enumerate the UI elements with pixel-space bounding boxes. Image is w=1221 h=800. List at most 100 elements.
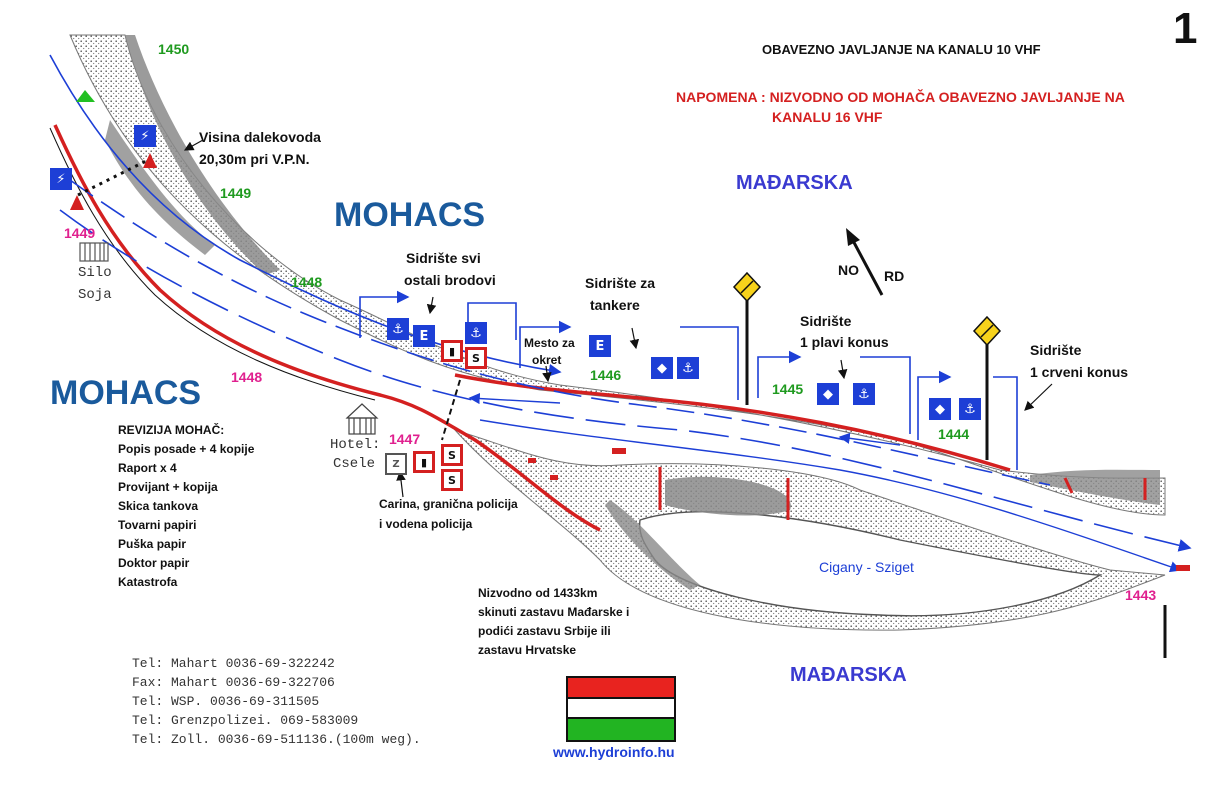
contact-line: Tel: Zoll. 0036-69-511136.(100m weg). (132, 732, 421, 747)
flag-note-4: zastavu Hrvatske (478, 643, 577, 657)
km-green-1450: 1450 (158, 41, 190, 57)
vhf-notice: OBAVEZNO JAVLJANJE NA KANALU 10 VHF (762, 42, 1041, 57)
gravel-island-2 (605, 500, 700, 590)
anchorage-all-1: Sidrište svi (406, 250, 481, 266)
gravel-island (665, 476, 791, 516)
anchorage-brackets (359, 290, 1018, 470)
revision-title: REVIZIJA MOHAČ: (118, 423, 225, 437)
turning-place-1: Mesto za (524, 336, 575, 350)
diamond-sign-icon: ◆ (651, 357, 673, 379)
warning-line-1: NAPOMENA : NIZVODNO OD MOHAČA OBAVEZNO J… (676, 89, 1125, 105)
powerline-height-1: Visina dalekovoda (199, 129, 321, 145)
anchorage-blue-1: Sidrište (800, 313, 852, 329)
pointer-arrows (183, 139, 1053, 498)
flag-note-3: podići zastavu Srbije ili (478, 624, 611, 638)
mast-sign-2 (972, 315, 1002, 460)
anchor-sign-icon: ⚓ (959, 398, 981, 420)
warning-line-2: KANALU 16 VHF (772, 109, 883, 125)
flag-note-1: Nizvodno od 1433km (478, 586, 598, 600)
north-arrow (846, 228, 884, 296)
red-cone-sign-icon: ◆ (929, 398, 951, 420)
red-buoy (70, 195, 84, 210)
silo-building (79, 242, 109, 262)
compass-rd: RD (884, 268, 905, 284)
red-markers (528, 448, 1190, 571)
turning-place-2: okret (532, 353, 562, 367)
e-sign-icon: E (413, 325, 435, 347)
anchor-sign-icon: ⚓ (387, 318, 409, 340)
no-passing-sign-icon: ▮ (441, 340, 463, 362)
km-pink-1448: 1448 (231, 369, 263, 385)
anchorage-red-1: Sidrište (1030, 342, 1082, 358)
flag-white-stripe (568, 698, 674, 720)
km-pink-1447: 1447 (389, 431, 421, 447)
customs-note-1: Carina, granična policija (379, 497, 518, 511)
page-number: 1 (1173, 4, 1198, 53)
contact-line: Tel: Mahart 0036-69-322242 (132, 656, 335, 671)
revision-item: Katastrofa (118, 575, 178, 589)
silo-label-2: Soja (78, 287, 112, 303)
revision-item: Provijant + kopija (118, 480, 218, 494)
powerline-sign-icon: ⚡ (134, 125, 156, 147)
km-green-1449: 1449 (220, 185, 252, 201)
website-link[interactable]: www.hydroinfo.hu (553, 744, 675, 760)
anchorage-tankers-1: Sidrište za (585, 275, 656, 291)
no-passing-sign-icon: ▮ (413, 451, 435, 473)
left-red-bank-outline (49, 127, 376, 401)
fairway-line-4 (479, 419, 1182, 573)
customs-note-2: i vodena policija (379, 517, 473, 531)
powerline-height-2: 20,30m pri V.P.N. (199, 151, 310, 167)
km-pink-1443: 1443 (1125, 587, 1157, 603)
silo-label-1: Silo (78, 265, 112, 281)
revision-item: Raport x 4 (118, 461, 177, 475)
revision-item: Puška papir (118, 537, 187, 551)
contacts-list: Tel: Mahart 0036-69-322242 Fax: Mahart 0… (132, 654, 421, 749)
contact-line: Tel: WSP. 0036-69-311505 (132, 694, 320, 709)
anchorage-red-2: 1 crveni konus (1030, 364, 1129, 380)
e-sign-icon: E (589, 335, 611, 357)
ferry-sign-icon: ⚓ (465, 322, 487, 344)
revision-item: Popis posade + 4 kopije (118, 442, 255, 456)
country-madjarska-upper: MAĐARSKA (736, 172, 853, 194)
anchorage-blue-2: 1 plavi konus (800, 334, 889, 350)
contact-line: Tel: Grenzpolizei. 069-583009 (132, 713, 359, 728)
flag-green-stripe (568, 719, 674, 740)
contact-line: Fax: Mahart 0036-69-322706 (132, 675, 335, 690)
island-label: Cigany - Sziget (819, 559, 914, 575)
powerline-sign-icon: ⚡ (50, 168, 72, 190)
revision-item: Skica tankova (118, 499, 199, 513)
hotel-building (345, 403, 379, 435)
stop-sign-icon: S (441, 469, 463, 491)
powerline (77, 158, 149, 197)
km-green-1444: 1444 (938, 426, 970, 442)
km-green-1446: 1446 (590, 367, 622, 383)
anchorage-tankers-2: tankere (590, 297, 640, 313)
revision-item: Doktor papir (118, 556, 190, 570)
left-red-bank (53, 124, 601, 532)
green-buoy (76, 90, 95, 102)
anchor-sign-icon: ⚓ (677, 357, 699, 379)
mast-sign-1 (732, 271, 762, 405)
right-red-bank (454, 373, 1011, 472)
compass-no: NO (838, 262, 859, 278)
km-green-1448: 1448 (291, 274, 323, 290)
country-madjarska-lower: MAĐARSKA (790, 664, 907, 686)
fairway-line-2 (69, 179, 1051, 486)
hotel-label-2: Csele (333, 456, 376, 472)
hungarian-flag (566, 676, 676, 742)
km-pink-1449: 1449 (64, 225, 96, 241)
gravel-upper (125, 35, 280, 275)
upper-bank (69, 34, 1166, 516)
place-mohacs-upper: MOHACS (334, 196, 486, 234)
anchor-sign-icon: ⚓ (853, 383, 875, 405)
stop-sign-icon: S (441, 444, 463, 466)
customs-sign-icon: Z (385, 453, 407, 475)
revision-item: Tovarni papiri (118, 518, 197, 532)
revision-list: REVIZIJA MOHAČ: Popis posade + 4 kopije … (118, 421, 254, 592)
stop-sign-icon: S (465, 347, 487, 369)
flag-note-2: skinuti zastavu Mađarske i (478, 605, 630, 619)
red-posts (658, 467, 1147, 520)
gravel-right (1030, 469, 1160, 505)
hotel-label-1: Hotel: (330, 437, 381, 453)
